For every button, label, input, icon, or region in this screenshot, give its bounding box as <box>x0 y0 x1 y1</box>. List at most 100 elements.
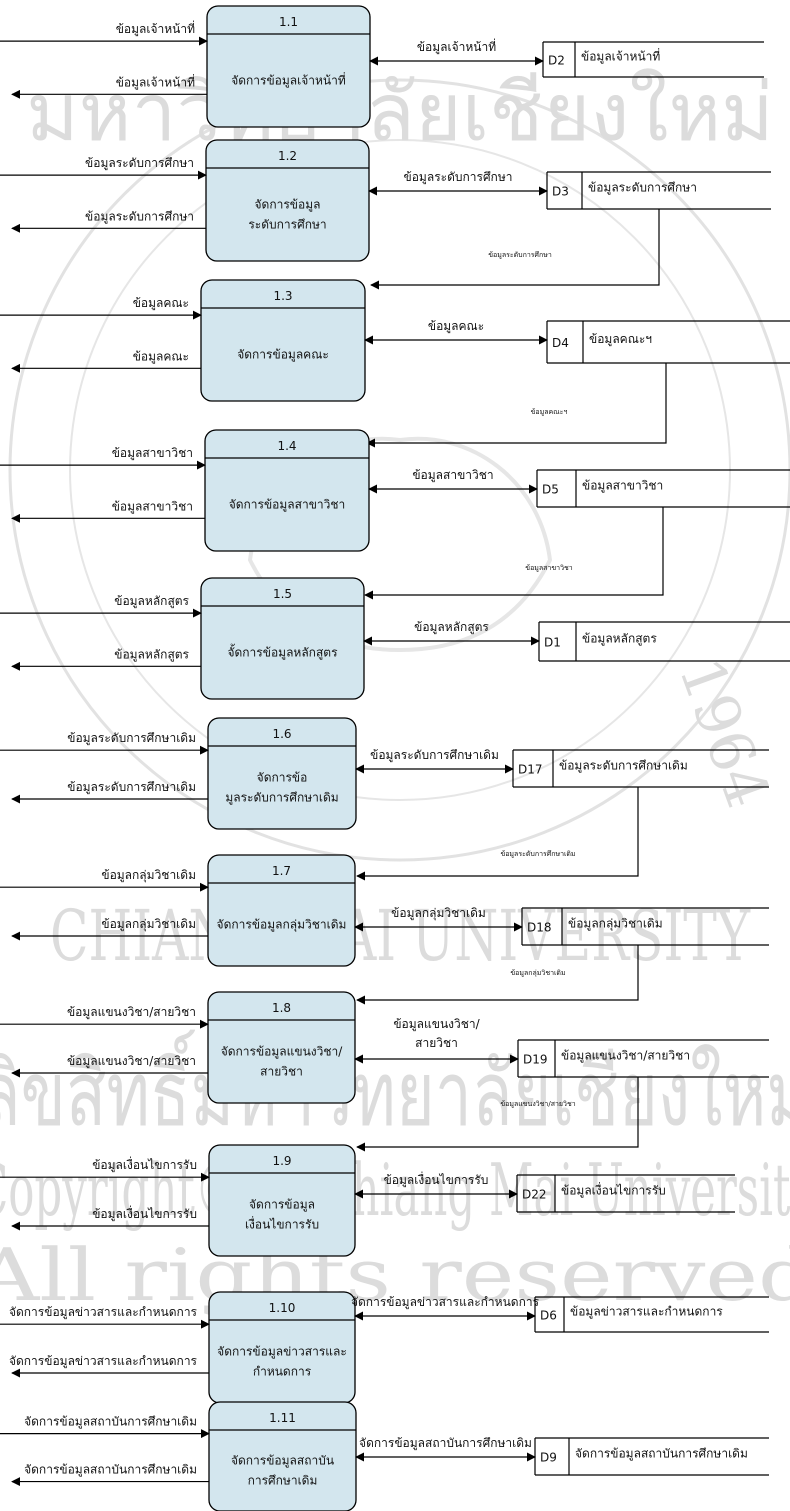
external-output-label: ข้อมูลระดับการศึกษาเดิม <box>67 780 196 795</box>
external-output-label: ข้อมูลหลักสูตร <box>114 647 189 662</box>
store-flow-label: ข้อมูลหลักสูตร <box>414 620 489 635</box>
store-name: ข้อมูลระดับการศึกษาเดิม <box>559 759 688 774</box>
watermark-line-rights: All rights reserved <box>0 1233 790 1317</box>
store-id: D2 <box>548 54 565 68</box>
return-flow-arrow <box>356 787 639 881</box>
process-number: 1.11 <box>269 1411 296 1425</box>
return-flow-label: ข้อมูลแขนงวิชา/สายวิชา <box>500 1100 575 1108</box>
external-input-label: ข้อมูลเจ้าหน้าที่ <box>116 20 195 37</box>
process-number: 1.6 <box>272 727 291 741</box>
store-name: ข้อมูลกลุ่มวิชาเดิม <box>568 917 663 932</box>
return-flow-arrow <box>356 1077 639 1152</box>
store-flow-label: ข้อมูลเจ้าหน้าที่ <box>417 38 496 55</box>
store-flow-label: ข้อมูลสาขาวิชา <box>412 468 493 483</box>
process-box <box>206 5 371 128</box>
return-flow-label: ข้อมูลระดับการศึกษาเดิม <box>500 849 575 858</box>
store-flow-label: ข้อมูลคณะ <box>428 319 484 334</box>
external-input-label: ข้อมูลแขนงวิชา/สายวิชา <box>67 1005 196 1020</box>
process-box <box>205 139 370 262</box>
store-flow-label: ข้อมูลเงื่อนไขการรับ <box>384 1171 489 1188</box>
store-flow-label: ข้อมูลกลุ่มวิชาเดิม <box>391 906 486 921</box>
store-id: D9 <box>540 1451 557 1465</box>
store-name: จัดการข้อมูลสถาบันการศึกษาเดิม <box>575 1447 748 1462</box>
process-title: จัดการข้อมูล <box>255 198 321 213</box>
store-flow-label: สายวิชา <box>415 1036 458 1050</box>
store-id: D17 <box>518 763 543 777</box>
store-name: ข้อมูลข่าวสารและกำหนดการ <box>570 1305 723 1320</box>
process-number: 1.7 <box>272 864 291 878</box>
store-flow-label: จัดการข้อมูลสถาบันการศึกษาเดิม <box>359 1436 532 1451</box>
external-output-label: ข้อมูลเจ้าหน้าที่ <box>116 73 195 90</box>
process-title: ระดับการศึกษา <box>248 218 326 232</box>
external-output-label: จัดการข้อมูลสถาบันการศึกษาเดิม <box>24 1463 197 1478</box>
store-name: ข้อมูลสาขาวิชา <box>582 479 663 494</box>
store-id: D19 <box>523 1053 548 1067</box>
process-title: จัดการข้อมูลคณะ <box>237 348 329 363</box>
store-id: D5 <box>542 483 559 497</box>
external-input-label: ข้อมูลระดับการศึกษาเดิม <box>67 731 196 746</box>
external-input-label: ข้อมูลระดับการศึกษา <box>85 156 194 171</box>
store-id: D6 <box>540 1309 557 1323</box>
store-id: D18 <box>527 921 552 935</box>
external-input-label: ข้อมูลกลุ่มวิชาเดิม <box>101 868 196 883</box>
store-name: ข้อมูลเงื่อนไขการรับ <box>561 1182 666 1199</box>
external-output-label: ข้อมูลระดับการศึกษา <box>85 209 194 224</box>
process-title: การศึกษาเดิม <box>248 1474 318 1488</box>
external-input-label: ข้อมูลคณะ <box>133 296 189 311</box>
process-number: 1.8 <box>272 1001 291 1015</box>
process-title: จั้ดการข้อมูลหลักสูตร <box>227 644 338 661</box>
process-number: 1.10 <box>269 1301 296 1315</box>
store-flow-label: ข้อมูลระดับการศึกษาเดิม <box>370 748 499 763</box>
store-id: D1 <box>544 636 561 650</box>
return-flow-arrow <box>364 507 664 600</box>
store-flow-label: ข้อมูลระดับการศึกษา <box>404 170 513 185</box>
external-output-label: ข้อมูลกลุ่มวิชาเดิม <box>101 917 196 932</box>
external-output-label: ข้อมูลเงื่อนไขการรับ <box>92 1205 197 1222</box>
store-id: D22 <box>522 1188 547 1202</box>
external-output-label: ข้อมูลสาขาวิชา <box>112 499 193 514</box>
return-flow-label: ข้อมูลระดับการศึกษา <box>488 250 552 259</box>
external-input-label: ข้อมูลเงื่อนไขการรับ <box>92 1156 197 1173</box>
return-flow-label: ข้อมูลคณะฯ <box>531 408 568 416</box>
process-title: จัดการข้อมูลกลุ่มวิชาเดิม <box>217 918 347 933</box>
process-title: มูลระดับการศึกษาเดิม <box>225 791 338 806</box>
external-input-label: ข้อมูลหลักสูตร <box>114 594 189 609</box>
process-title: จัดการข้อมูลสถาบัน <box>231 1454 334 1469</box>
store-name: ข้อมูลแขนงวิชา/สายวิชา <box>561 1049 690 1064</box>
process-title: สายวิชา <box>260 1065 303 1079</box>
process-number: 1.2 <box>278 149 297 163</box>
return-flow-arrow <box>370 209 660 290</box>
process-number: 1.4 <box>277 439 296 453</box>
store-flow-label: ข้อมูลแขนงวิชา/ <box>393 1017 480 1032</box>
process-title: เงื่อนไขการรับ <box>245 1216 319 1232</box>
watermark-line-thai: ลิขสิทธิ์มหาวิทยาลัยเชียงใหม่ <box>0 1029 790 1147</box>
process-title: จัดการข้อมูลแขนงวิชา/ <box>221 1045 344 1060</box>
external-output-label: ข้อมูลคณะ <box>133 349 189 364</box>
external-input-label: จัดการข้อมูลสถาบันการศึกษาเดิม <box>24 1415 197 1430</box>
process-title: จัดการข้อ <box>257 771 308 785</box>
return-flow-label: ข้อมูลกลุ่มวิชาเดิม <box>510 969 565 977</box>
process-title: จัดการข้อมูลข่าวสารและ <box>217 1345 347 1360</box>
process-number: 1.1 <box>279 15 298 29</box>
store-id: D3 <box>552 185 569 199</box>
process-title: จัดการข้อมูลสาขาวิชา <box>229 498 346 513</box>
process-number: 1.5 <box>273 587 292 601</box>
return-flow-arrow <box>356 945 639 1005</box>
store-id: D4 <box>552 336 569 350</box>
process-title: จัดการข้อมูล <box>249 1198 315 1213</box>
store-flow-label: จัดการข้อมูลข่าวสารและกำหนดการ <box>351 1295 540 1310</box>
external-output-label: ข้อมูลแขนงวิชา/สายวิชา <box>67 1054 196 1069</box>
store-name: ข้อมูลหลักสูตร <box>582 632 657 647</box>
process-number: 1.9 <box>272 1154 291 1168</box>
external-input-label: จัดการข้อมูลข่าวสารและกำหนดการ <box>9 1305 198 1320</box>
process-title: กำหนดการ <box>253 1365 312 1379</box>
return-flow-arrow <box>366 363 667 448</box>
store-name: ข้อมูลระดับการศึกษา <box>588 181 697 196</box>
external-input-label: ข้อมูลสาขาวิชา <box>112 446 193 461</box>
store-name: ข้อมูลเจ้าหน้าที่ <box>581 48 660 65</box>
store-name: ข้อมูลคณะฯ <box>589 332 652 347</box>
watermark-seal-top: มหาวิทยาลัยเชียงใหม่ <box>26 66 774 159</box>
return-flow-label: ข้อมูลสาขาวิชา <box>525 564 572 572</box>
